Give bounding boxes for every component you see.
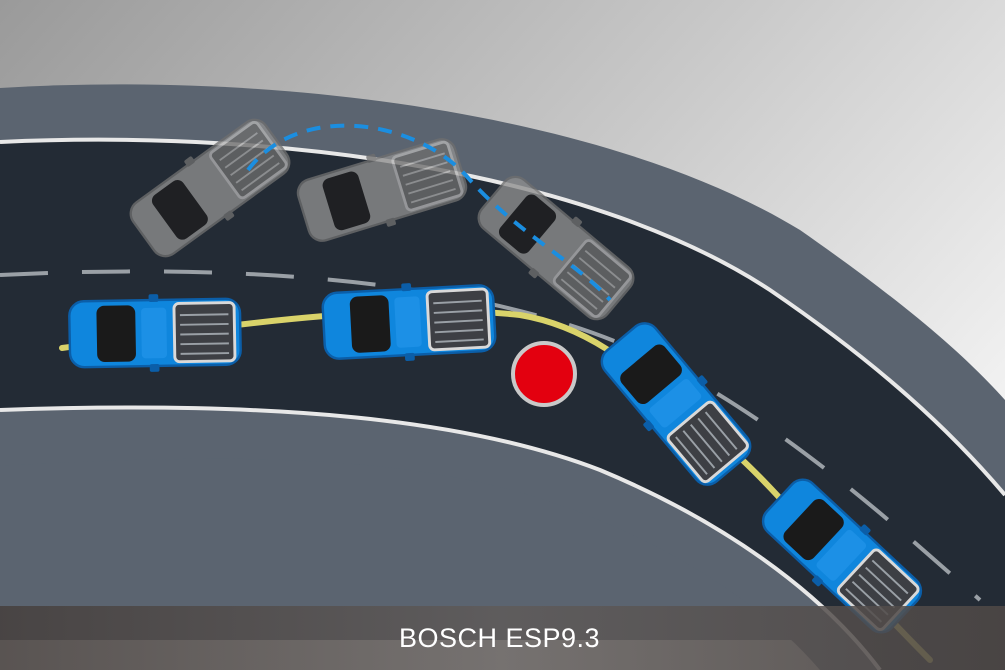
caption-bar: BOSCH ESP9.3 [0,606,1005,670]
obstacle-circle [511,341,577,407]
center-dashed-line [0,269,982,602]
controlled-car [320,277,498,367]
skid-trajectory [246,123,612,302]
inner-shoulder [0,407,880,670]
caption-text: BOSCH ESP9.3 [398,622,601,653]
controlled-car [67,291,243,375]
inner-edge-line [0,405,882,670]
